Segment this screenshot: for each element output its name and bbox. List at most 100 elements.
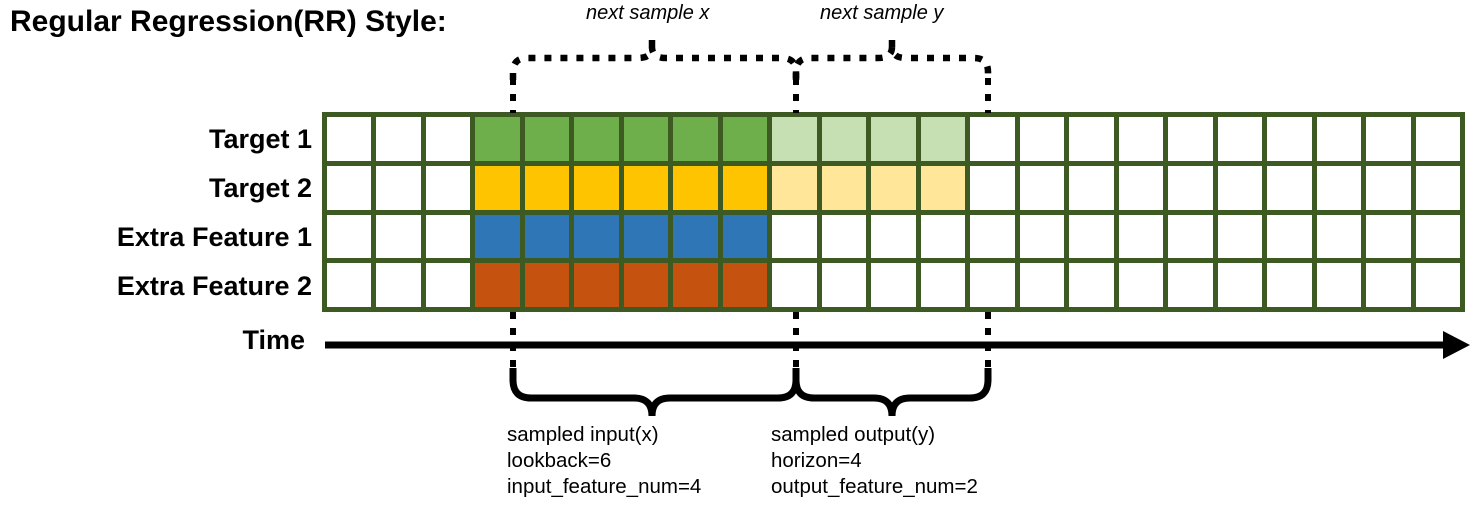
grid-cell-extra-feature-1-20 [1316, 214, 1362, 259]
grid-cell-extra-feature-1-12 [920, 214, 966, 259]
sampled-input-lookback: lookback=6 [507, 449, 612, 472]
grid-cell-extra-feature-2-15 [1069, 263, 1114, 307]
grid-cell-extra-feature-2-19 [1267, 263, 1312, 307]
grid-cell-target-1-7 [673, 117, 718, 161]
grid-cell-extra-feature-1-5 [574, 214, 619, 259]
grid-cell-target-1-10 [821, 117, 867, 161]
grid-cell-extra-feature-1-7 [673, 214, 718, 259]
grid-cell-target-1-8 [722, 117, 768, 161]
grid-cell-target-2-16 [1118, 165, 1164, 210]
grid-cell-target-2-17 [1168, 165, 1213, 210]
sampled-input-features: input_feature_num=4 [507, 475, 702, 498]
grid-cell-target-1-2 [425, 117, 471, 161]
table-row [327, 214, 1461, 259]
grid-cell-extra-feature-2-3 [475, 263, 520, 307]
grid-cell-target-2-12 [920, 165, 966, 210]
grid-cell-target-2-10 [821, 165, 867, 210]
grid-cell-target-2-1 [376, 165, 421, 210]
grid-cell-extra-feature-1-6 [623, 214, 669, 259]
grid-cell-extra-feature-2-0 [327, 263, 372, 307]
sampled-input-title: sampled input(x) [507, 423, 659, 446]
grid-cell-extra-feature-2-14 [1019, 263, 1065, 307]
row-label-target-2: Target 2 [208, 173, 312, 203]
grid-cell-target-1-5 [574, 117, 619, 161]
grid-cell-target-2-11 [871, 165, 916, 210]
grid-cell-extra-feature-1-14 [1019, 214, 1065, 259]
grid-cell-extra-feature-2-21 [1366, 263, 1411, 307]
grid-cell-extra-feature-2-22 [1415, 263, 1461, 307]
grid-cell-target-1-17 [1168, 117, 1213, 161]
grid-cell-extra-feature-1-16 [1118, 214, 1164, 259]
grid-cell-target-1-3 [475, 117, 520, 161]
grid-cell-target-1-18 [1217, 117, 1263, 161]
next-sample-y-brace [792, 38, 992, 80]
grid-cell-target-2-13 [970, 165, 1015, 210]
grid-cell-target-2-19 [1267, 165, 1312, 210]
sampled-input-brace [509, 368, 800, 417]
grid-cell-extra-feature-1-0 [327, 214, 372, 259]
grid-cell-extra-feature-2-2 [425, 263, 471, 307]
grid-cell-target-2-3 [475, 165, 520, 210]
sampled-input-annotation: sampled input(x) lookback=6 input_featur… [507, 422, 701, 500]
grid-cell-extra-feature-2-10 [821, 263, 867, 307]
table-row [327, 117, 1461, 161]
grid-cell-target-2-9 [772, 165, 817, 210]
grid-cell-target-1-20 [1316, 117, 1362, 161]
grid-cell-extra-feature-2-6 [623, 263, 669, 307]
grid-cell-extra-feature-1-4 [524, 214, 570, 259]
grid-cell-target-2-14 [1019, 165, 1065, 210]
grid-cell-target-1-4 [524, 117, 570, 161]
grid-cell-target-2-7 [673, 165, 718, 210]
grid-cell-extra-feature-2-4 [524, 263, 570, 307]
grid-cell-extra-feature-2-20 [1316, 263, 1362, 307]
grid-cell-target-2-15 [1069, 165, 1114, 210]
sampled-output-brace [792, 368, 992, 417]
timeline-grid [322, 112, 1465, 312]
grid-cell-extra-feature-1-1 [376, 214, 421, 259]
grid-cell-extra-feature-2-13 [970, 263, 1015, 307]
grid-cell-extra-feature-1-3 [475, 214, 520, 259]
table-row [327, 165, 1461, 210]
grid-cell-target-1-11 [871, 117, 916, 161]
grid-cell-extra-feature-2-1 [376, 263, 421, 307]
time-axis-arrow [325, 331, 1470, 359]
grid-cell-target-1-19 [1267, 117, 1312, 161]
grid-cell-target-1-16 [1118, 117, 1164, 161]
grid-cell-target-2-21 [1366, 165, 1411, 210]
grid-cell-target-1-1 [376, 117, 421, 161]
grid-cell-target-1-0 [327, 117, 372, 161]
grid-cell-target-2-20 [1316, 165, 1362, 210]
grid-cell-target-2-5 [574, 165, 619, 210]
grid-cell-target-2-2 [425, 165, 471, 210]
grid-cell-target-1-6 [623, 117, 669, 161]
dotted-guides-bottom [510, 312, 991, 370]
grid-cell-target-2-4 [524, 165, 570, 210]
grid-cell-extra-feature-1-9 [772, 214, 817, 259]
grid-cell-extra-feature-1-11 [871, 214, 916, 259]
row-label-column: Target 1 Target 2 Extra Feature 1 Extra … [10, 115, 312, 311]
grid-cell-extra-feature-1-19 [1267, 214, 1312, 259]
sampled-output-features: output_feature_num=2 [771, 475, 978, 498]
time-axis-label: Time [242, 325, 305, 355]
grid-cell-extra-feature-2-8 [722, 263, 768, 307]
grid-cell-extra-feature-2-5 [574, 263, 619, 307]
grid-cell-extra-feature-2-16 [1118, 263, 1164, 307]
grid-cell-target-1-15 [1069, 117, 1114, 161]
grid-cell-extra-feature-2-11 [871, 263, 916, 307]
dotted-guides-top [510, 78, 991, 113]
row-label-extra-feature-1: Extra Feature 1 [116, 222, 312, 252]
grid-cell-target-1-22 [1415, 117, 1461, 161]
grid-cell-target-1-14 [1019, 117, 1065, 161]
grid-cell-extra-feature-2-17 [1168, 263, 1213, 307]
grid-cell-target-1-13 [970, 117, 1015, 161]
grid-cell-extra-feature-1-21 [1366, 214, 1411, 259]
grid-cell-extra-feature-1-15 [1069, 214, 1114, 259]
grid-cell-extra-feature-2-7 [673, 263, 718, 307]
grid-cell-target-2-22 [1415, 165, 1461, 210]
grid-cell-extra-feature-2-12 [920, 263, 966, 307]
grid-cell-extra-feature-1-13 [970, 214, 1015, 259]
sampled-output-annotation: sampled output(y) horizon=4 output_featu… [771, 422, 978, 500]
grid-cell-extra-feature-1-17 [1168, 214, 1213, 259]
grid-cell-target-1-9 [772, 117, 817, 161]
